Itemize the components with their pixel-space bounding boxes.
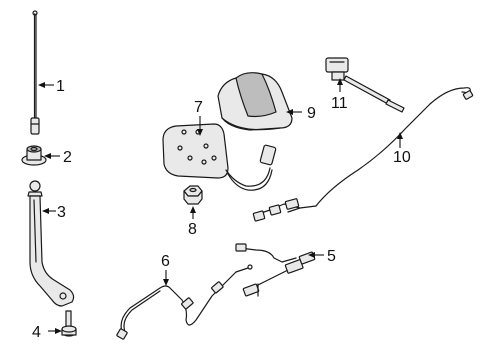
callout-3: 3 (42, 204, 66, 221)
mounting-bolt (61, 310, 77, 337)
cable-connector-assembly (235, 243, 316, 297)
antenna-base (162, 123, 277, 191)
callout-10-label: 10 (393, 149, 411, 166)
callout-1: 1 (38, 78, 65, 95)
callout-10: 10 (393, 132, 411, 166)
callout-5: 5 (308, 248, 336, 265)
callout-3-label: 3 (57, 204, 66, 221)
antenna-lead-cable (116, 264, 253, 340)
callout-11: 11 (331, 78, 348, 112)
base-nut (183, 185, 203, 205)
telescoping-support (325, 57, 405, 113)
coaxial-cable (252, 87, 474, 222)
callout-8: 8 (188, 206, 197, 238)
callout-2-label: 2 (63, 149, 72, 166)
callout-7: 7 (194, 99, 203, 136)
antenna-nut (21, 145, 47, 166)
callout-9: 9 (286, 105, 316, 122)
callout-4: 4 (32, 324, 62, 341)
callout-9-label: 9 (307, 105, 316, 122)
callout-7-label: 7 (194, 99, 203, 116)
shark-fin-cover (217, 72, 293, 131)
callout-5-label: 5 (327, 248, 336, 265)
callout-11-label: 11 (331, 95, 348, 112)
callout-4-label: 4 (32, 324, 41, 341)
callout-8-label: 8 (188, 221, 197, 238)
callout-6-label: 6 (161, 253, 170, 270)
antenna-mast (30, 10, 40, 135)
callout-6: 6 (161, 253, 170, 286)
antenna-bracket (27, 180, 75, 307)
callout-1-label: 1 (56, 78, 65, 95)
callout-2: 2 (44, 149, 72, 166)
